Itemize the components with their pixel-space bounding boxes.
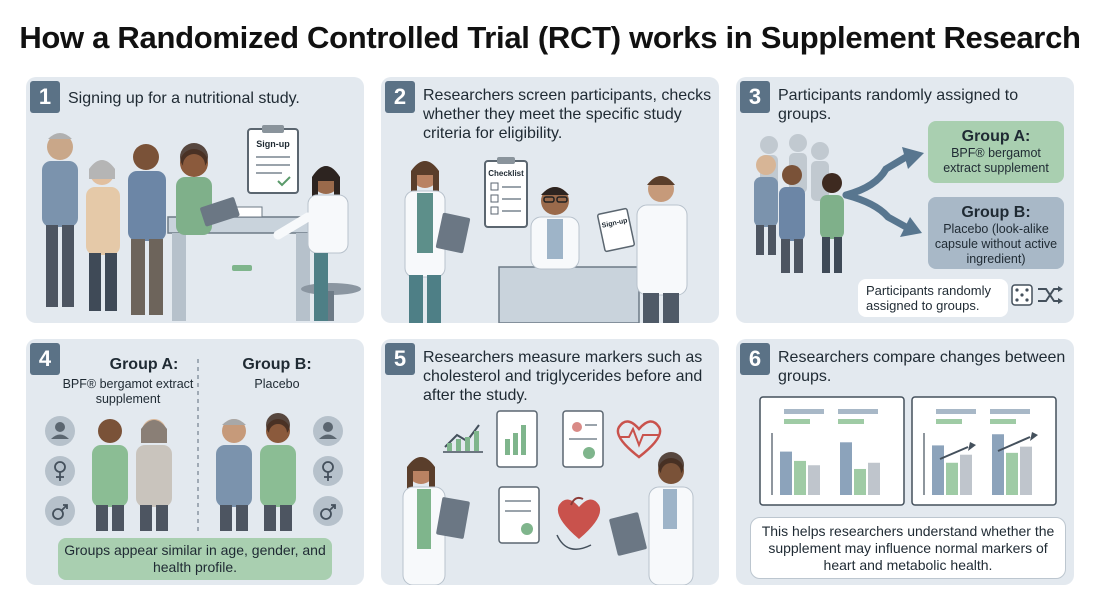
person-2 <box>86 160 120 311</box>
group-b-person-2 <box>260 413 296 531</box>
step4-group-a-name: Group A: <box>109 356 179 373</box>
group-a-desc: BPF® bergamot extract supplement <box>943 146 1049 175</box>
group-a-box: Group A: BPF® bergamot extract supplemen… <box>928 121 1064 183</box>
step-3-title: Participants randomly assigned to groups… <box>778 87 1019 123</box>
signup-illustration: Sign-up <box>42 125 361 321</box>
clipboard-report-icon <box>498 486 540 544</box>
group-b-person-1 <box>216 419 252 531</box>
main-title: How a Randomized Controlled Trial (RCT) … <box>19 20 1081 55</box>
chart-bar <box>780 451 792 495</box>
chart-after-legend <box>936 409 1030 424</box>
person-3 <box>128 144 166 315</box>
group-a-person-1 <box>92 419 128 531</box>
researcher-left <box>404 161 471 323</box>
researcher-left-5 <box>402 457 470 585</box>
step-6-number: 6 <box>740 343 770 375</box>
participant-3 <box>820 173 844 273</box>
group-b-box: Group B: Placebo (look-alike capsule wit… <box>928 197 1064 269</box>
chart-bar <box>840 442 852 495</box>
chart-bar <box>794 460 806 495</box>
randomization-illustration <box>754 134 1063 306</box>
randomization-note: Participants randomly assigned to groups… <box>858 279 1008 317</box>
group-b-name: Group B: <box>961 204 1031 221</box>
step-5-title: Researchers measure markers such as chol… <box>423 349 703 404</box>
lab-report-icon <box>562 410 604 468</box>
step4-group-a-desc: BPF® bergamot extract supplement <box>62 377 194 406</box>
chart-bar <box>868 462 880 495</box>
step-5-number: 5 <box>385 343 415 375</box>
step-3-panel: 3 Participants randomly assigned to grou… <box>736 77 1074 323</box>
step-2-panel: 2 Researchers screen participants, check… <box>381 77 719 323</box>
group-b-desc: Placebo (look-alike capsule without acti… <box>934 222 1058 266</box>
step-1-number: 1 <box>30 81 60 113</box>
step-2-number: 2 <box>385 81 415 113</box>
step-4-number: 4 <box>30 343 60 375</box>
similarity-note: Groups appear similar in age, gender, an… <box>58 538 332 580</box>
group-a-person-2 <box>136 419 172 531</box>
researcher-right-5 <box>609 452 694 585</box>
step-5-panel: 5 Researchers measure markers such as ch… <box>381 339 719 585</box>
signup-form-label: Sign-up <box>256 139 290 149</box>
chart-before-legend <box>784 409 878 424</box>
chart-bar <box>808 465 820 495</box>
chart-bar <box>932 445 944 495</box>
bar-report-icon <box>496 410 538 468</box>
participant-2 <box>779 165 805 273</box>
person-icon <box>45 416 75 446</box>
chart-bar <box>854 468 866 495</box>
step-1-panel: 1 Signing up for a nutritional study. Si… <box>26 77 364 323</box>
researcher-1 <box>273 166 349 321</box>
step-2-title: Researchers screen participants, checks … <box>423 87 712 142</box>
researcher-middle <box>530 187 580 270</box>
chart-bar <box>1020 446 1032 495</box>
step-6-title: Researchers compare changes between grou… <box>778 349 1066 385</box>
person-icon-right <box>313 416 343 446</box>
conclusion-note: This helps researchers understand whethe… <box>750 517 1066 579</box>
shuffle-icon <box>1038 286 1063 304</box>
researcher-right <box>596 176 688 323</box>
screening-illustration: Checklist <box>404 157 688 323</box>
chart-before-bars <box>780 442 880 495</box>
dice-icon <box>1011 284 1033 306</box>
step-3-number: 3 <box>740 81 770 113</box>
male-icon <box>45 496 75 526</box>
comparison-charts <box>759 396 1057 506</box>
person-1 <box>42 133 78 307</box>
chart-bar <box>992 434 1004 495</box>
step-4-panel: 4 Group A: BPF® bergamot extract supplem… <box>26 339 364 585</box>
heart-pulse-icon <box>616 420 662 459</box>
female-icon-right <box>313 456 343 486</box>
step-6-panel: 6 Researchers compare changes between gr… <box>736 339 1074 585</box>
chart-after-bars <box>932 434 1032 495</box>
line-chart-icon <box>443 424 483 453</box>
person-4 <box>176 143 240 235</box>
trend-arrow-icon <box>939 432 1038 460</box>
checklist-icon <box>484 157 528 228</box>
step4-group-b-name: Group B: <box>242 356 312 373</box>
female-icon <box>45 456 75 486</box>
step-1-title: Signing up for a nutritional study. <box>68 90 300 107</box>
heart-icon <box>556 496 601 550</box>
male-icon-right <box>313 496 343 526</box>
measurement-illustration <box>402 410 694 585</box>
checklist-label: Checklist <box>488 169 524 178</box>
chart-bar <box>960 454 972 495</box>
signup-clipboard-icon <box>247 125 299 194</box>
chart-bar <box>1006 452 1018 495</box>
chart-bar <box>946 462 958 495</box>
group-a-name: Group A: <box>961 128 1031 145</box>
step4-group-b-desc: Placebo <box>254 377 300 391</box>
group-comparison-illustration <box>45 359 343 531</box>
participant-1 <box>754 155 778 255</box>
